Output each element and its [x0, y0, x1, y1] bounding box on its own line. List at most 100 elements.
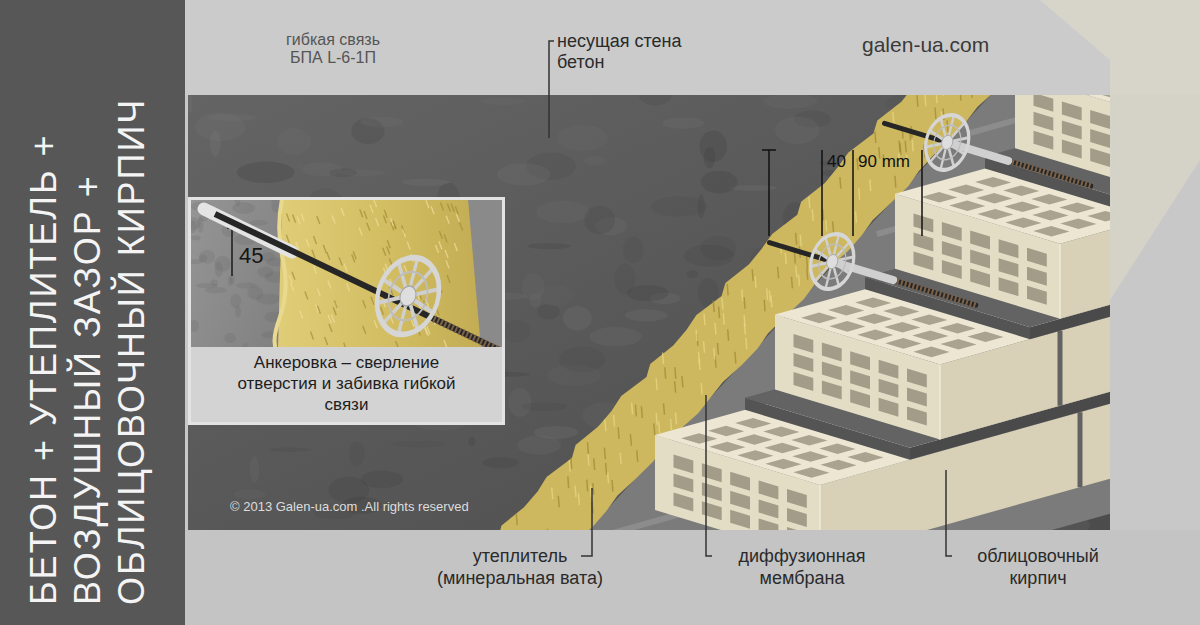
- dimension-tick: [768, 150, 770, 236]
- concrete-spot: [528, 243, 571, 249]
- wool-fiber: [934, 108, 936, 120]
- brick-hole: [850, 351, 870, 370]
- part-label: диффузионная мембрана: [717, 545, 887, 589]
- brick-hole: [829, 321, 865, 332]
- wool-fiber: [833, 221, 834, 233]
- brick-hole: [911, 315, 947, 326]
- concrete-spot: [763, 95, 817, 109]
- brick-hole: [913, 347, 949, 358]
- brick-hole: [730, 472, 750, 491]
- concrete-spot: [584, 206, 615, 234]
- brick-hole: [759, 499, 779, 518]
- concrete-spot: [557, 125, 607, 151]
- wool-fiber: [676, 413, 677, 425]
- concrete-spot: [230, 294, 241, 308]
- brick-hole: [759, 518, 779, 530]
- wool-fiber: [791, 277, 793, 289]
- wool-fiber: [894, 176, 896, 188]
- brick-hole: [1027, 286, 1047, 305]
- wool-fiber: [323, 245, 326, 253]
- wool-fiber: [391, 218, 394, 226]
- washer-ring: [926, 111, 969, 175]
- wool-fiber: [374, 199, 377, 207]
- wool-fiber: [794, 252, 796, 264]
- wool-fiber: [364, 211, 367, 219]
- wool-fiber: [936, 95, 937, 103]
- wool-fiber: [606, 463, 607, 475]
- brick-hole: [1004, 202, 1040, 213]
- concrete-spot: [482, 98, 526, 105]
- concrete-spot: [190, 320, 199, 332]
- washer-spoke: [952, 138, 968, 142]
- wool-fiber: [800, 235, 801, 247]
- brick-hole: [792, 451, 828, 462]
- brick-hole: [1090, 129, 1110, 148]
- leader-line: [581, 488, 592, 556]
- wool-fiber: [587, 442, 589, 454]
- dimension-tick: [852, 150, 854, 236]
- wool-fiber: [703, 341, 705, 353]
- brick-hole: [759, 480, 779, 499]
- brick-hole: [850, 389, 870, 408]
- concrete-spot: [197, 217, 203, 233]
- brick-hole: [1027, 267, 1047, 286]
- wool-fiber: [715, 323, 716, 335]
- wool-fiber: [374, 320, 377, 328]
- concrete-spot: [584, 156, 607, 165]
- dimension-tick: [921, 150, 923, 236]
- wool-fiber: [314, 236, 317, 244]
- concrete-spot: [497, 163, 550, 185]
- brick-hole: [879, 360, 899, 379]
- concrete-spot: [639, 95, 672, 106]
- brick-hole: [1034, 112, 1054, 131]
- wool-fiber: [682, 376, 683, 388]
- brick-hole: [907, 406, 927, 425]
- wool-fiber: [341, 208, 344, 216]
- wool-fiber: [942, 95, 944, 96]
- washer-spoke: [836, 261, 849, 276]
- brick-hole: [914, 251, 934, 270]
- wool-fiber: [698, 358, 700, 370]
- dimension: 40: [827, 152, 846, 172]
- inset-wool-fibers: [286, 199, 462, 367]
- wool-fiber: [812, 209, 814, 221]
- wool-fiber: [441, 202, 444, 210]
- concrete-spot: [537, 285, 573, 306]
- wool-fiber: [447, 275, 450, 283]
- concrete-spot: [701, 171, 738, 194]
- inset-panel: Анкеровка – сверление отверстия и забивк…: [188, 197, 505, 425]
- wool-fiber: [363, 300, 366, 308]
- brick-hole: [1060, 219, 1096, 230]
- wool-fiber: [446, 260, 449, 268]
- wool-fiber: [383, 248, 386, 256]
- concrete-spot: [627, 285, 669, 301]
- brick-hole: [709, 442, 745, 453]
- wool-fiber: [717, 343, 719, 355]
- wool-fiber: [436, 245, 439, 253]
- concrete-spot: [563, 306, 592, 331]
- brick-edge: [1059, 244, 1060, 319]
- brick-hole: [702, 482, 722, 501]
- wool-fiber: [454, 243, 457, 251]
- wool-fiber: [718, 307, 720, 319]
- washer-ring: [819, 242, 846, 282]
- wool-fiber: [614, 415, 615, 427]
- brick-hole: [1034, 131, 1054, 150]
- wool-fiber: [329, 324, 332, 332]
- brick-hole: [975, 177, 1011, 188]
- brick-hole: [1087, 211, 1110, 222]
- brick-hole: [708, 426, 744, 437]
- brick-hole: [847, 452, 883, 463]
- brick-hole: [939, 323, 975, 334]
- wool-fiber: [723, 313, 724, 325]
- top-band: [185, 0, 1200, 95]
- wool-fiber: [403, 229, 406, 237]
- wool-fiber: [328, 280, 331, 288]
- wool-fiber: [971, 95, 973, 98]
- brick-hole: [794, 353, 814, 372]
- wool-fiber: [387, 246, 390, 254]
- wool-fiber: [586, 480, 588, 492]
- brick-hole: [702, 501, 722, 520]
- brick-hole: [702, 463, 722, 482]
- brick-hole: [1090, 110, 1110, 129]
